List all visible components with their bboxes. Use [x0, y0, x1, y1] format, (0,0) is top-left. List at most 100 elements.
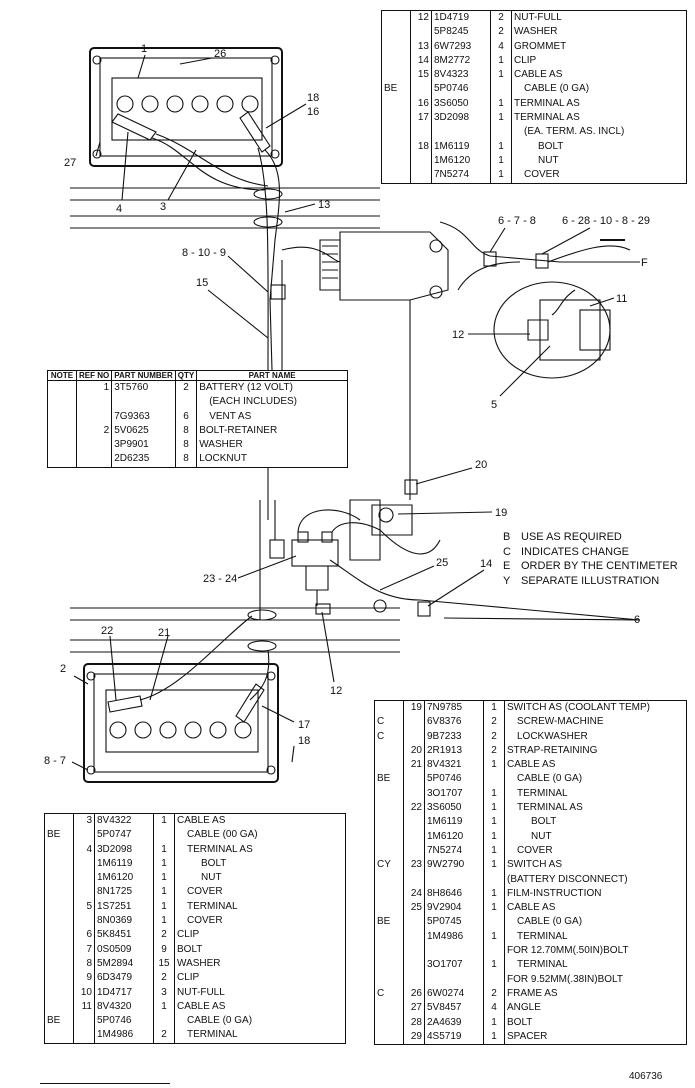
table-row: (EA. TERM. AS. INCL)	[381, 125, 687, 140]
ref-cell	[403, 729, 425, 744]
ref-cell: 7	[73, 942, 95, 957]
qty-cell	[153, 828, 175, 843]
note-cell: BE	[44, 828, 74, 843]
part-number-cell: 1M4986	[94, 1028, 154, 1044]
ref-cell	[76, 395, 113, 410]
part-name-cell: TERMINAL	[517, 787, 568, 799]
callout-4: 4	[116, 203, 122, 215]
part-name-cell: LOCKNUT	[199, 453, 247, 465]
ref-cell: 10	[73, 985, 95, 1000]
note-cell	[381, 153, 411, 169]
qty-cell: 2	[490, 25, 512, 40]
ref-cell	[73, 856, 95, 872]
part-name-cell: CABLE AS	[177, 815, 226, 826]
part-number-cell: 3D2098	[94, 842, 154, 857]
part-number-cell: 1M6119	[431, 139, 491, 154]
note-cell	[44, 942, 74, 957]
ref-cell	[73, 914, 95, 929]
ref-cell: 3	[73, 813, 95, 829]
part-number-cell: 3S6050	[431, 96, 491, 112]
part-number-cell: 1S7251	[94, 899, 154, 915]
part-name-cell: SWITCH AS (COOLANT TEMP)	[507, 702, 650, 713]
note-cell	[374, 958, 404, 973]
callout-5: 5	[491, 399, 497, 411]
callout-6: 6	[634, 614, 640, 626]
qty-cell: 1	[153, 885, 175, 900]
ref-cell	[73, 828, 95, 843]
ref-cell	[403, 786, 425, 802]
ref-cell: 8	[73, 956, 95, 972]
note-cell	[381, 39, 411, 54]
qty-cell	[490, 125, 512, 140]
part-name-cell: TERMINAL AS	[514, 112, 580, 124]
callout-8-7: 8 - 7	[44, 755, 66, 767]
ref-cell: 27	[403, 1001, 425, 1016]
ref-cell: 13	[410, 39, 432, 54]
ref-cell	[403, 944, 425, 959]
part-number-cell	[424, 872, 484, 887]
note-cell	[44, 914, 74, 929]
note-cell	[381, 139, 411, 154]
part-number-cell: 6W7293	[431, 39, 491, 54]
part-name-cell: BOLT	[531, 816, 557, 828]
note-cell: BE	[374, 915, 404, 930]
part-name-cell: TERMINAL AS	[514, 97, 580, 109]
qty-cell: 1	[153, 999, 175, 1015]
note-cell	[44, 813, 74, 829]
ref-cell: 14	[410, 53, 432, 69]
ref-cell	[410, 25, 432, 40]
part-name-cell: COVER	[187, 886, 223, 898]
part-number-cell: 6D3479	[94, 971, 154, 986]
part-number-cell: 1M6120	[94, 871, 154, 886]
part-name-cell: NUT-FULL	[177, 986, 225, 998]
part-number-cell: 0S0509	[94, 942, 154, 957]
ref-cell	[403, 872, 425, 887]
note-cell	[44, 928, 74, 943]
ref-cell	[403, 715, 425, 730]
ref-cell	[410, 153, 432, 169]
part-name-cell: TERMINAL	[517, 959, 568, 971]
figure-number: 406736	[629, 1071, 663, 1082]
note-cell: BE	[44, 1014, 74, 1029]
ref-cell: 17	[410, 111, 432, 126]
callout-F: F	[641, 257, 648, 269]
callout-27: 27	[64, 157, 76, 169]
ref-cell: 22	[403, 801, 425, 816]
note-cell: CY	[374, 858, 404, 873]
ref-cell: 11	[73, 999, 95, 1015]
note-cell	[374, 758, 404, 773]
part-name-cell: (EACH INCLUDES)	[209, 396, 297, 408]
part-number-cell	[431, 125, 491, 140]
ref-cell	[73, 885, 95, 900]
part-number-cell: 3S6050	[424, 801, 484, 816]
part-name-cell: NUT	[531, 830, 552, 842]
ref-cell: 21	[403, 758, 425, 773]
ref-cell: 18	[410, 139, 432, 154]
qty-cell: 2	[153, 928, 175, 943]
callout-20: 20	[475, 459, 487, 471]
qty-cell: 8	[175, 423, 198, 439]
callout-23-24: 23 - 24	[203, 573, 237, 585]
part-number-cell: 9B7233	[424, 729, 484, 744]
ref-cell	[76, 409, 113, 424]
ref-cell: 23	[403, 858, 425, 873]
callout-13: 13	[318, 199, 330, 211]
qty-cell: 1	[490, 96, 512, 112]
ref-cell: 2	[76, 423, 113, 439]
part-number-cell: 8M2772	[431, 53, 491, 69]
